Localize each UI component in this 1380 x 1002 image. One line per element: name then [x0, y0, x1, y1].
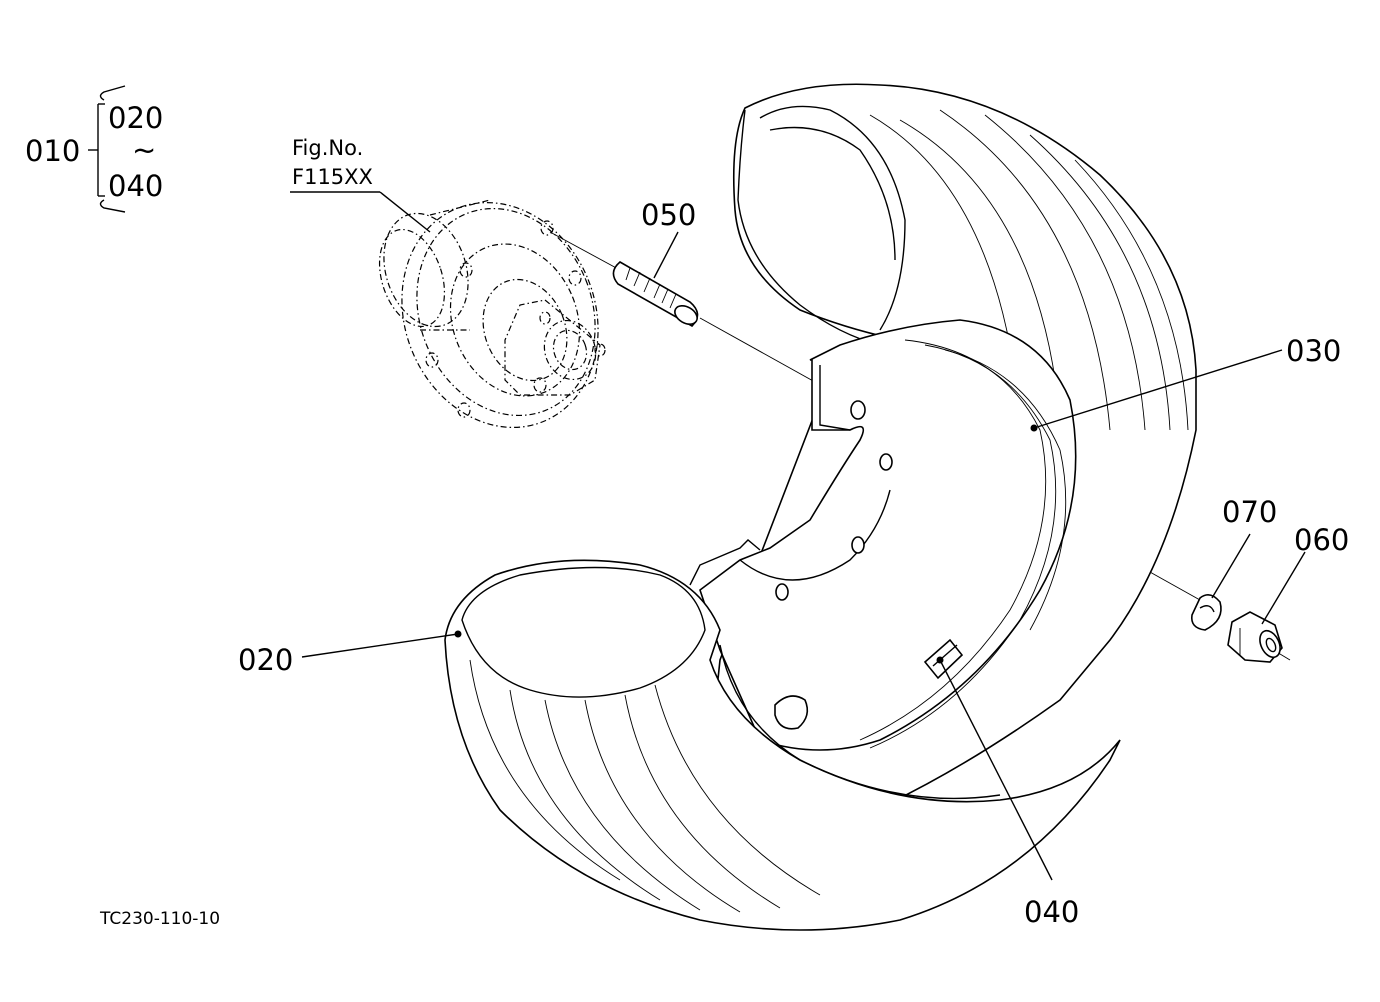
- callout-040: 040: [1024, 895, 1079, 929]
- callout-leaders: [301, 231, 1306, 881]
- callout-060: 060: [1294, 523, 1349, 557]
- assembly-bracket: 010 020 ~ 040: [25, 85, 163, 213]
- assembly-number: 010: [25, 134, 80, 168]
- lock-washer: [1190, 594, 1222, 631]
- stud-bolt: [612, 261, 699, 327]
- callout-030: 030: [1286, 334, 1341, 368]
- hub-phantom: [378, 199, 606, 429]
- wheel-rim: [699, 319, 1077, 751]
- callout-020: 020: [238, 643, 293, 677]
- range-start: 020: [108, 101, 163, 135]
- callout-050: 050: [641, 198, 696, 232]
- figure-reference: Fig.No. F115XX: [290, 136, 431, 233]
- tire-lower-section: [444, 539, 1121, 931]
- range-end: 040: [108, 169, 163, 203]
- callout-070: 070: [1222, 495, 1277, 529]
- drawing-code: TC230-110-10: [99, 909, 220, 929]
- wheel-nut: [1227, 611, 1283, 663]
- callout-labels: 020 030 040 050 060 070: [238, 198, 1349, 929]
- figure-ref-number: F115XX: [292, 165, 373, 189]
- figure-ref-label: Fig.No.: [292, 136, 363, 160]
- range-tilde: ~: [132, 133, 156, 167]
